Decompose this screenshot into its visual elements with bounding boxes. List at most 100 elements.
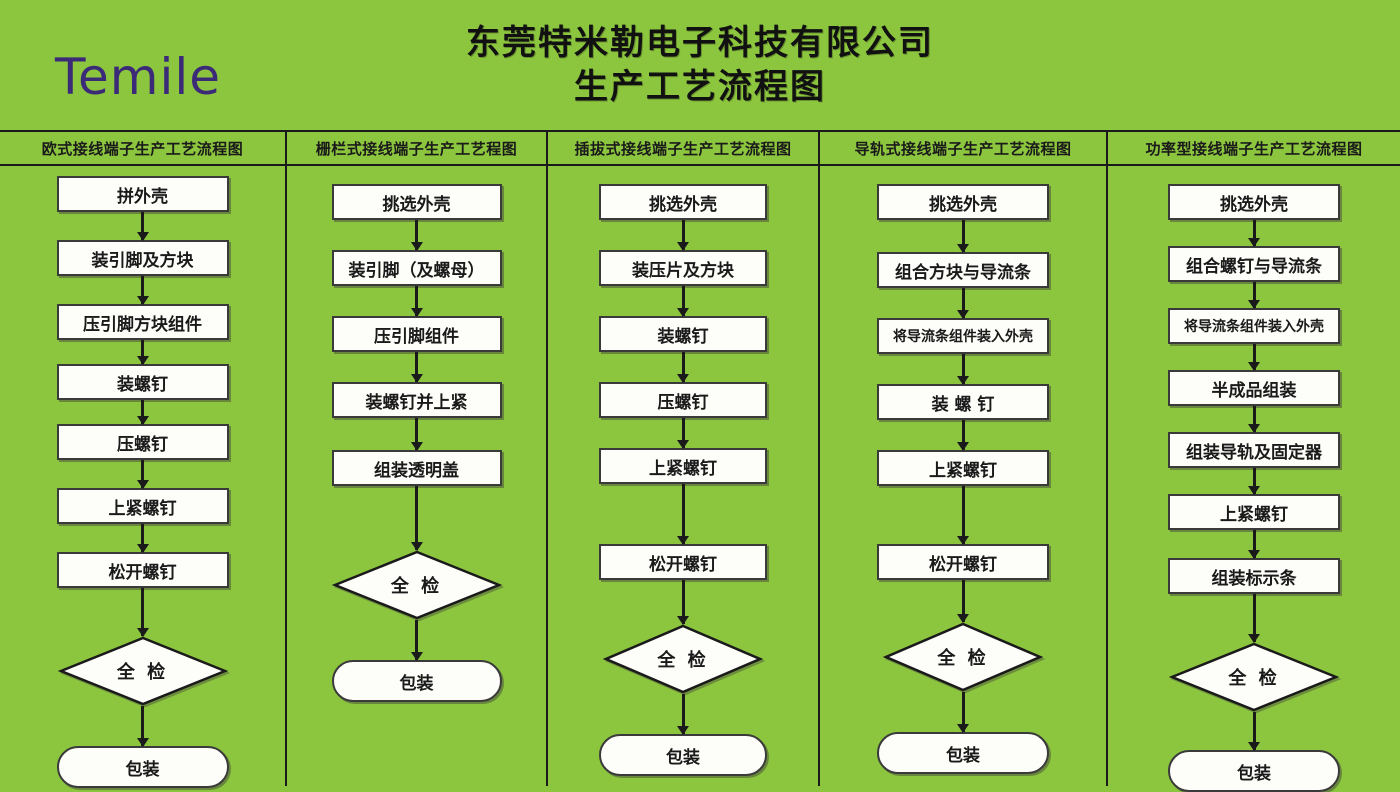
process-node: 压螺钉	[599, 382, 767, 418]
arrow-shaft	[681, 418, 685, 448]
arrow-head	[1248, 486, 1260, 495]
process-node: 将导流条组件装入外壳	[1168, 308, 1340, 344]
column-header-4: 导轨式接线端子生产工艺流程图	[820, 132, 1108, 164]
node-label: 将导流条组件装入外壳	[893, 329, 1033, 345]
flow-arrow	[410, 486, 424, 551]
process-node: 上紧螺钉	[599, 448, 767, 484]
arrow-head	[677, 374, 689, 383]
flow-arrow	[410, 220, 424, 251]
arrow-shaft	[961, 692, 965, 732]
flow-arrow	[676, 286, 690, 317]
process-node: 组装导轨及固定器	[1168, 432, 1340, 468]
node-label: 上紧螺钉	[929, 460, 997, 481]
flow-arrow	[676, 352, 690, 383]
node-label: 松开螺钉	[108, 562, 177, 583]
flow-arrow	[956, 486, 970, 545]
flow-arrow	[956, 288, 970, 319]
arrow-head	[1248, 238, 1260, 247]
flow-arrow	[676, 580, 690, 625]
arrow-head	[410, 308, 423, 317]
node-label: 组合螺钉与导流条	[1186, 256, 1322, 277]
node-label: 拼外壳	[117, 186, 168, 207]
process-node: 压螺钉	[56, 424, 229, 460]
arrow-head	[136, 416, 149, 425]
node-label: 组合方块与导流条	[895, 262, 1031, 283]
terminal-node: 包装	[599, 734, 767, 776]
arrow-shaft	[681, 484, 685, 544]
arrow-shaft	[141, 524, 144, 552]
decision-node: 全 检	[883, 622, 1043, 692]
column-header-5: 功率型接线端子生产工艺流程图	[1145, 139, 1363, 158]
node-label: 挑选外壳	[929, 194, 997, 215]
arrow-head	[136, 738, 149, 747]
arrow-head	[677, 536, 689, 545]
title-line-company: 东莞特米勒电子科技有限公司	[466, 23, 934, 63]
decision-node: 全 检	[603, 624, 763, 694]
node-label: 挑选外壳	[1220, 194, 1288, 215]
arrow-head	[957, 244, 969, 253]
arrow-head	[136, 296, 149, 305]
column-header-band: 欧式接线端子生产工艺流程图栅栏式接线端子生产工艺程图插拔式接线端子生产工艺流程图…	[0, 130, 1400, 166]
arrow-shaft	[1252, 344, 1256, 370]
process-node: 挑选外壳	[599, 184, 767, 220]
process-node: 挑选外壳	[331, 184, 502, 220]
flow-arrow	[956, 580, 970, 623]
flow-arrow	[136, 524, 150, 553]
decision-node: 全 检	[331, 550, 502, 620]
arrow-shaft	[961, 420, 965, 450]
arrow-shaft	[961, 580, 965, 622]
arrow-head	[957, 442, 969, 451]
arrow-head	[1248, 300, 1260, 309]
flow-arrow	[1247, 220, 1261, 247]
arrow-shaft	[141, 400, 144, 424]
arrow-shaft	[1252, 220, 1256, 246]
flow-arrow	[956, 220, 970, 253]
arrow-shaft	[1252, 530, 1256, 558]
flow-arrow	[956, 692, 970, 733]
node-label: 装螺钉	[657, 326, 709, 347]
arrow-shaft	[415, 220, 418, 250]
process-node: 装引脚及方块	[56, 240, 229, 276]
node-label: 包装	[125, 759, 160, 780]
diamond-shape	[883, 622, 1043, 692]
node-label: 松开螺钉	[929, 554, 997, 575]
flow-arrow	[676, 220, 690, 251]
arrow-head	[957, 376, 969, 385]
arrow-head	[1248, 550, 1260, 559]
node-label: 装螺钉	[117, 374, 168, 395]
flow-arrow	[1247, 344, 1261, 371]
flow-column-2: 挑选外壳装引脚（及螺母）压引脚组件装螺钉并上紧组装透明盖全 检包装	[287, 166, 548, 786]
arrow-shaft	[415, 620, 418, 660]
flow-arrow	[136, 212, 150, 241]
decision-node: 全 检	[57, 636, 228, 706]
arrow-head	[136, 356, 149, 365]
node-label: 全 检	[937, 648, 989, 669]
process-node: 挑选外壳	[877, 184, 1049, 220]
flow-arrow	[136, 460, 150, 489]
node-label: 松开螺钉	[649, 554, 717, 575]
process-node: 组装透明盖	[331, 450, 502, 486]
flow-arrow	[136, 340, 150, 365]
node-label: 装引脚（及螺母）	[348, 260, 485, 281]
arrow-head	[410, 442, 423, 451]
arrow-shaft	[141, 706, 144, 746]
flow-arrow	[1247, 530, 1261, 559]
terminal-node: 包装	[877, 732, 1049, 774]
arrow-head	[410, 242, 423, 251]
node-label: 装螺钉并上紧	[365, 392, 468, 413]
node-label: 上紧螺钉	[108, 498, 177, 519]
node-label: 将导流条组件装入外壳	[1184, 319, 1324, 335]
arrow-shaft	[961, 354, 965, 384]
arrow-head	[410, 652, 423, 661]
flow-arrow	[410, 418, 424, 451]
diamond-shape	[603, 624, 763, 694]
node-label: 全 检	[116, 662, 169, 683]
arrow-shaft	[141, 276, 144, 304]
arrow-shaft	[141, 212, 144, 240]
arrow-head	[1248, 424, 1260, 433]
node-label: 上紧螺钉	[1220, 504, 1288, 525]
flow-arrow	[410, 286, 424, 317]
arrow-shaft	[681, 220, 685, 250]
node-label: 半成品组装	[1211, 380, 1297, 401]
node-label: 装 螺 钉	[931, 394, 995, 415]
